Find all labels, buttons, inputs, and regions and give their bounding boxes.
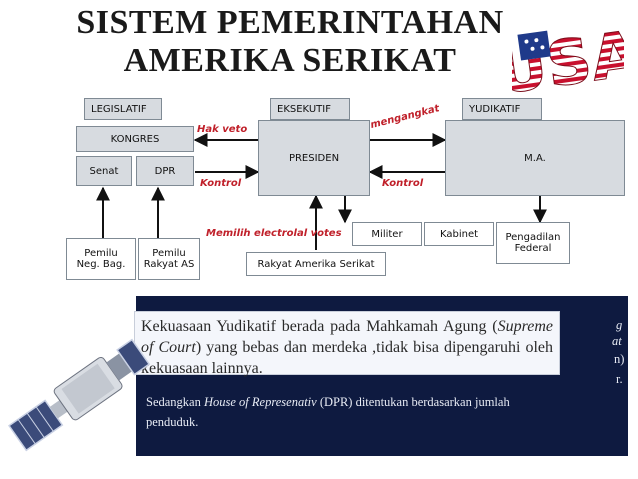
panel-fragment-at: at xyxy=(612,334,622,348)
label-kontrol-left: Kontrol xyxy=(200,178,242,189)
panel-body-line2: penduduk. xyxy=(146,415,199,429)
yudikatif-header: YUDIKATIF xyxy=(462,98,542,120)
government-diagram: LEGISLATIF KONGRES Senat DPR EKSEKUTIF P… xyxy=(66,98,625,280)
kabinet-box: Kabinet xyxy=(424,222,494,246)
pemilu-rakyat-line2: Rakyat AS xyxy=(143,259,195,270)
panel-fragment-g: g xyxy=(616,318,623,332)
callout-text-part2: ) yang bebas dan merdeka ,tidak bisa dip… xyxy=(141,339,553,377)
title-line-2: AMERIKA SERIKAT xyxy=(123,42,457,79)
pemilu-neg-line1: Pemilu xyxy=(84,248,118,259)
callout-text-part1: Kekuasaan Yudikatif berada pada Mahkamah… xyxy=(141,318,498,335)
kongres-box: KONGRES xyxy=(76,126,194,152)
panel-body-line1: Sedangkan House of Represenativ (DPR) di… xyxy=(146,392,624,412)
ma-box: M.A. xyxy=(445,120,625,196)
pengadilan-box: Pengadilan Federal xyxy=(496,222,570,264)
eksekutif-header: EKSEKUTIF xyxy=(270,98,350,120)
panel-line1-b: (DPR) ditentukan berdasarkan jumlah xyxy=(316,395,510,409)
title-line-1: SISTEM PEMERINTAHAN xyxy=(76,4,504,41)
senat-box: Senat xyxy=(76,156,132,186)
usa-flag-letters-icon: USA xyxy=(512,16,624,100)
panel-fragment-r: r. xyxy=(616,372,623,386)
pengadilan-line1: Pengadilan xyxy=(505,232,561,243)
yudikatif-callout: Kekuasaan Yudikatif berada pada Mahkamah… xyxy=(134,311,560,377)
dpr-box: DPR xyxy=(136,156,194,186)
diagram-arrows xyxy=(96,133,547,250)
label-hak-veto: Hak veto xyxy=(197,124,248,135)
pemilu-neg-line2: Neg. Bag. xyxy=(76,259,126,270)
pemilu-neg-box: Pemilu Neg. Bag. xyxy=(66,238,136,280)
satellite-icon xyxy=(8,338,151,452)
militer-box: Militer xyxy=(352,222,422,246)
presiden-box: PRESIDEN xyxy=(258,120,370,196)
page-title: SISTEM PEMERINTAHAN AMERIKA SERIKAT xyxy=(60,4,520,80)
panel-body-text: Sedangkan House of Represenativ (DPR) di… xyxy=(146,392,624,432)
callout-text-italic: Supreme of Court xyxy=(141,318,553,356)
panel-fragment-n: n) xyxy=(614,352,625,366)
bottom-strip xyxy=(0,458,638,479)
label-memilih: Memilih electrolal votes xyxy=(206,228,342,239)
pengadilan-line2: Federal xyxy=(514,243,552,254)
panel-line1-italic: House of Represenativ xyxy=(203,395,317,409)
panel-line1-a: Sedangkan xyxy=(146,395,204,409)
pemilu-rakyat-line1: Pemilu xyxy=(152,248,186,259)
label-kontrol-right: Kontrol xyxy=(382,178,424,189)
legislatif-header: LEGISLATIF xyxy=(84,98,162,120)
pemilu-rakyat-box: Pemilu Rakyat AS xyxy=(138,238,200,280)
rakyat-box: Rakyat Amerika Serikat xyxy=(246,252,386,276)
